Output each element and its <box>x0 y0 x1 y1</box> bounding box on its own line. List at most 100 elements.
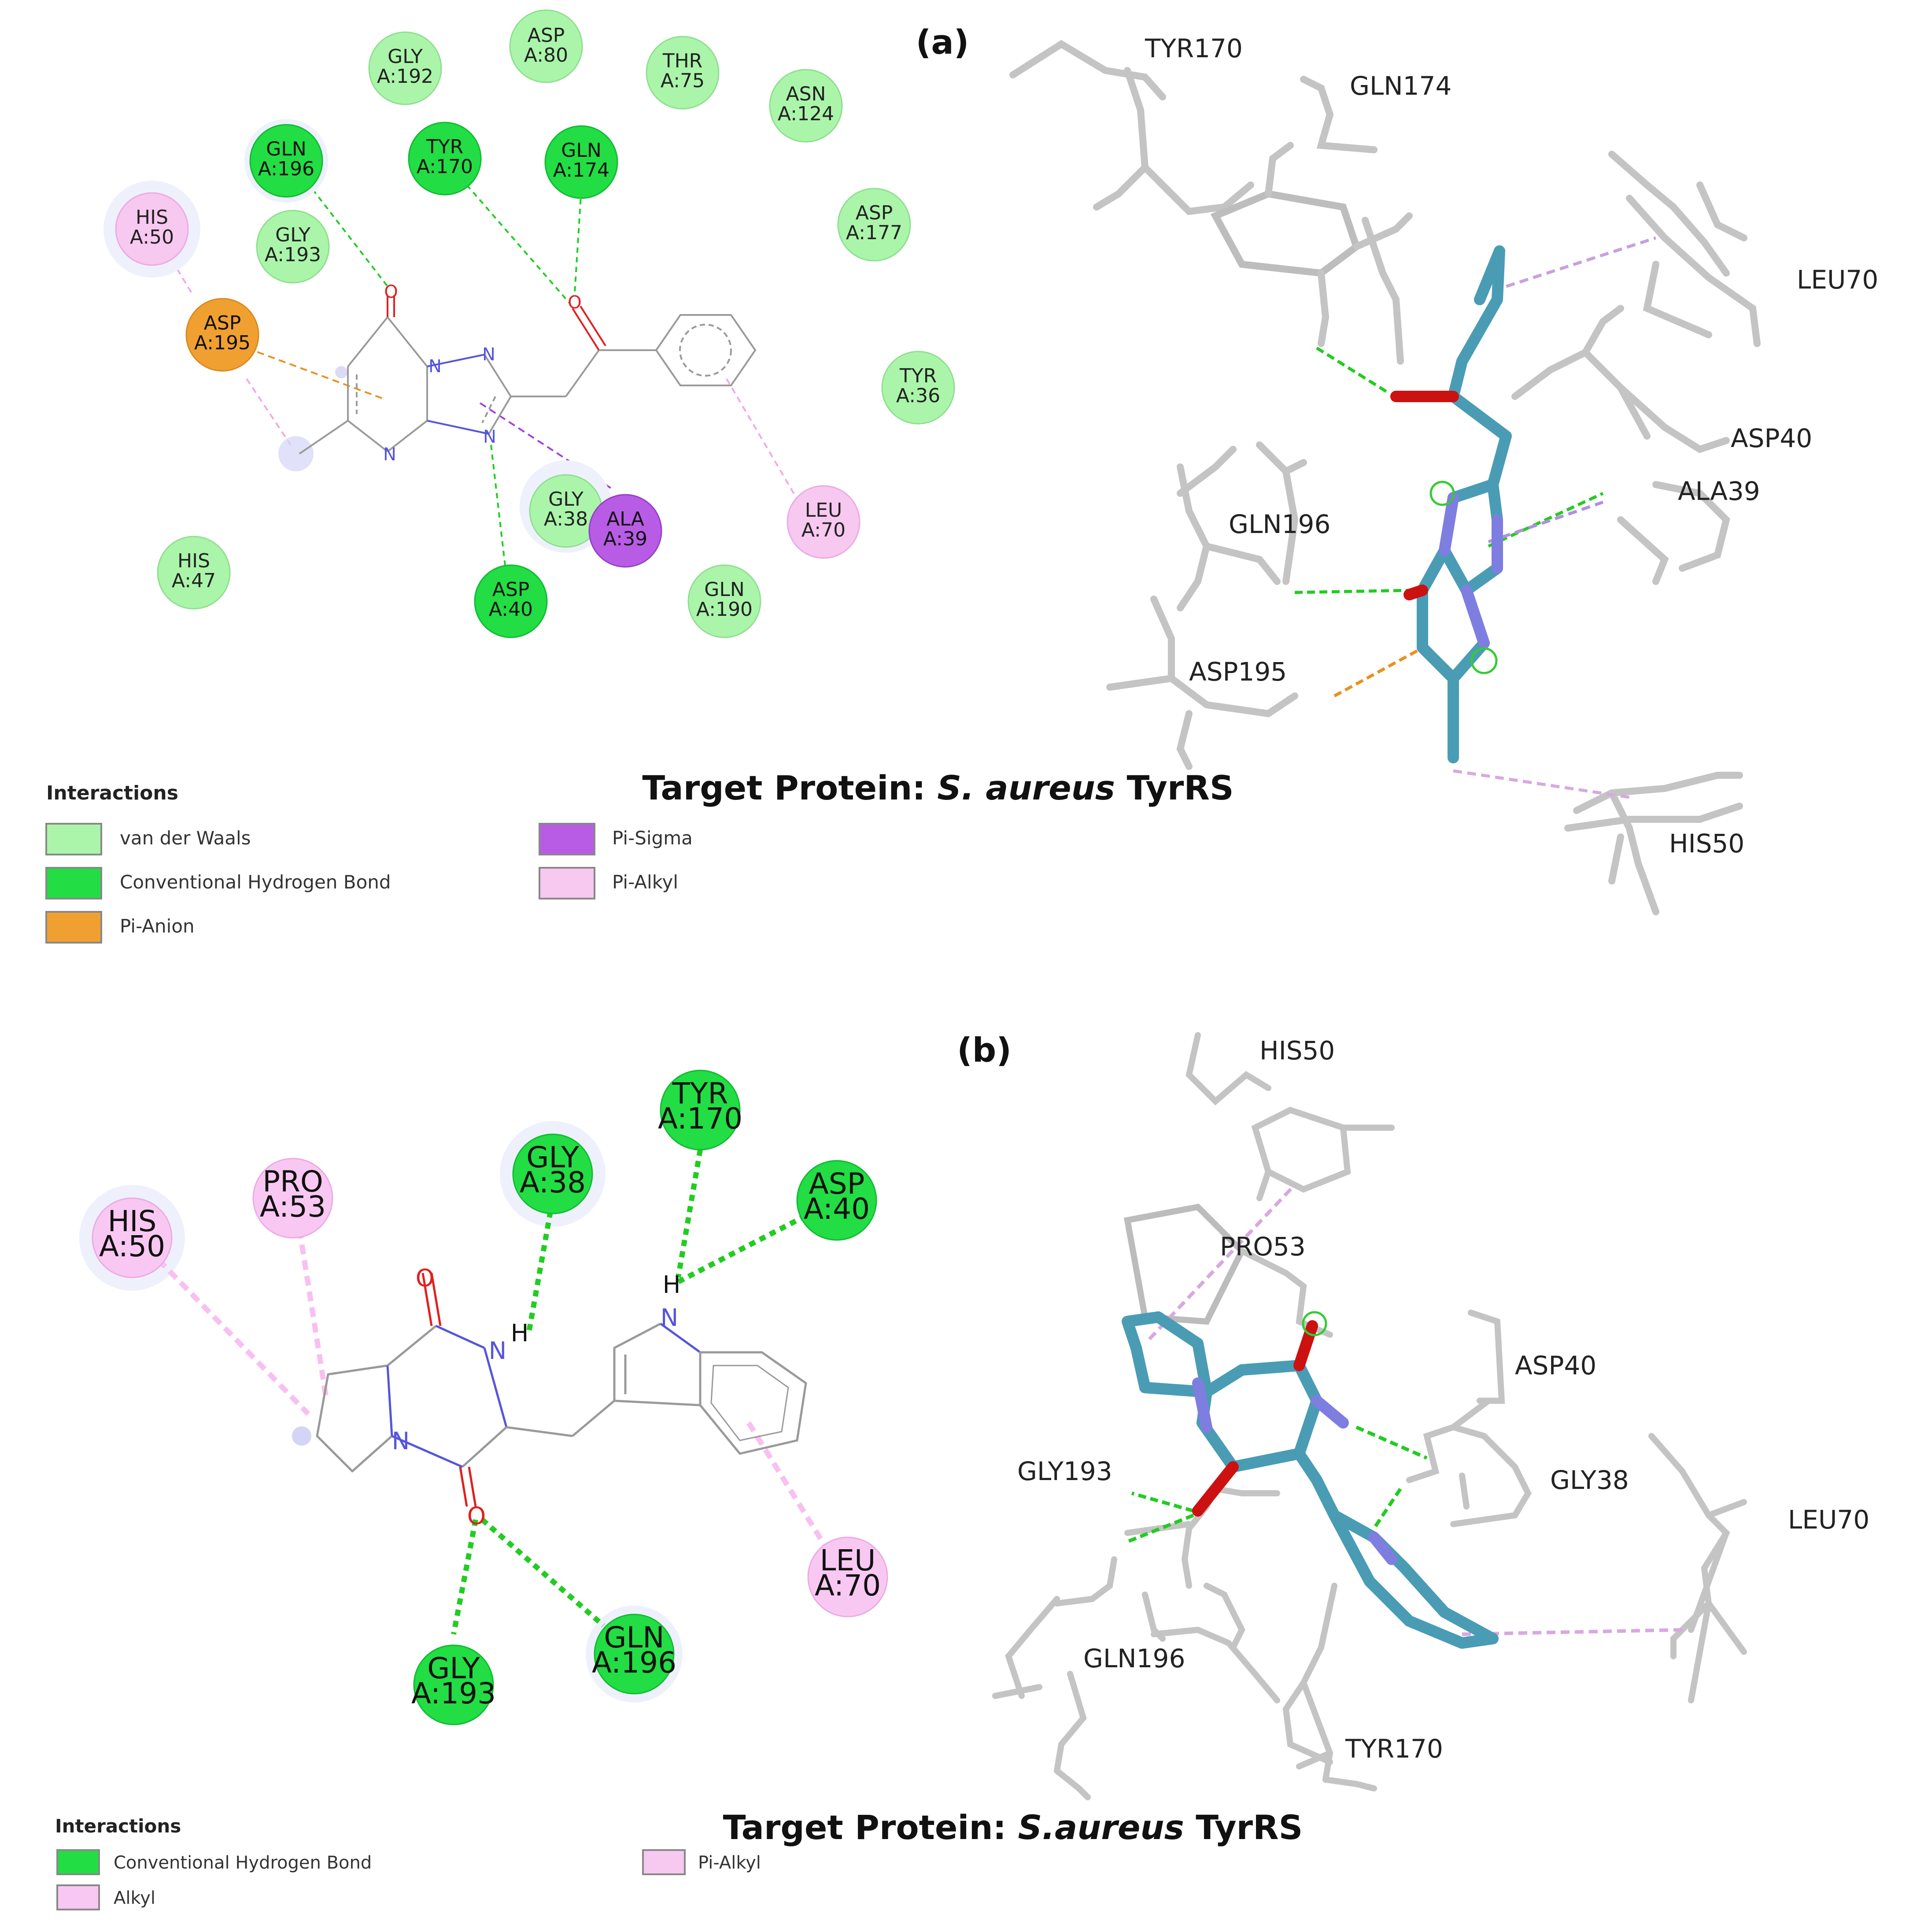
residue-b-leu70-name: LEU <box>820 1543 876 1577</box>
alkyl-line-b-pro53 <box>297 1229 329 1397</box>
hbond-line-asp40 <box>490 444 507 577</box>
pialkyl-line-his50 <box>171 259 192 294</box>
residue-b-leu70-id: A:70 <box>815 1569 881 1603</box>
residue-tyr36-id: A:36 <box>896 385 940 407</box>
residue-his47: HIS A:47 <box>157 536 231 610</box>
atom-o-ketone: O <box>568 292 581 313</box>
panel-a-3d-pose: (a) <box>642 22 1878 915</box>
panel-b-caption-suffix: TyrRS <box>1184 1808 1303 1847</box>
legend-b-swatch-alkyl <box>56 1884 100 1910</box>
residue-ala39: ALA A:39 <box>588 494 662 568</box>
residue-his50: HIS A:50 <box>115 192 189 266</box>
panel-b-ligand <box>316 1273 807 1507</box>
atom-b-n-ring: N <box>392 1427 410 1455</box>
legend-a-label-pialkyl: Pi-Alkyl <box>612 871 678 893</box>
panel-b-protein-sticks <box>992 1032 1747 1800</box>
pialkyl-line-his50-2 <box>246 378 292 446</box>
hbond-line-gln174 <box>574 189 582 293</box>
residue-asp195-name: ASP <box>204 312 241 334</box>
residue-gly193: GLY A:193 <box>256 210 330 284</box>
residue-b-gln196-name: GLN <box>604 1621 664 1654</box>
residue-gly192-name: GLY <box>388 45 423 68</box>
methyl-halo <box>278 436 314 471</box>
residue-b-pro53-id: A:53 <box>260 1190 326 1224</box>
pose-a-label-his50: HIS50 <box>1669 829 1744 859</box>
panel-a-ligand-nitrogens <box>1439 492 1503 649</box>
atom-b-o-bottom: O <box>467 1502 486 1530</box>
residue-b-gln196: GLN A:196 <box>592 1614 676 1695</box>
legend-b-label-alkyl: Alkyl <box>114 1888 155 1908</box>
panel-a-pose-labels: TYR170 GLN174 LEU70 ASP40 ALA39 GLN196 A… <box>1145 33 1878 859</box>
panel-a-3d-interactions <box>1294 236 1657 799</box>
panel-a-ligand-oxygens <box>1390 391 1459 600</box>
residue-gln174-id: A:174 <box>553 159 609 181</box>
residue-gln190: GLN A:190 <box>687 564 761 638</box>
residue-tyr36-name: TYR <box>899 365 937 387</box>
panel-b-atom-labels: O O N N N H H <box>392 1264 681 1530</box>
atom-n-triazole-bottom: N <box>483 427 496 447</box>
panel-b-caption: Target Protein: S.aureus TyrRS <box>723 1808 1303 1847</box>
pianion-line-asp195 <box>246 347 384 400</box>
residue-asp80-id: A:80 <box>524 44 568 67</box>
atom-n-bridge: N <box>428 356 442 377</box>
atom-b-h-amide: H <box>511 1319 529 1347</box>
residue-his50-id: A:50 <box>130 226 174 248</box>
pose-a-label-asp195: ASP195 <box>1189 657 1287 687</box>
residue-b-gly38-name: GLY <box>526 1140 579 1174</box>
residue-b-leu70: LEU A:70 <box>807 1536 888 1617</box>
residue-thr75-id: A:75 <box>661 70 705 92</box>
legend-b-label-hbond: Conventional Hydrogen Bond <box>114 1853 372 1873</box>
residue-gln196: GLN A:196 <box>249 124 323 198</box>
pose-b-label-asp40: ASP40 <box>1515 1351 1596 1381</box>
residue-leu70: LEU A:70 <box>787 485 860 559</box>
pose-b-label-gly193: GLY193 <box>1017 1456 1112 1486</box>
residue-gly38-id: A:38 <box>544 508 588 530</box>
residue-gln174: GLN A:174 <box>544 125 618 199</box>
legend-b-swatch-hbond <box>56 1849 100 1875</box>
legend-a-swatch-pisigma <box>539 823 595 855</box>
pose-b-label-tyr170: TYR170 <box>1345 1734 1443 1764</box>
atom-b-h-indole: H <box>663 1271 681 1299</box>
residue-asp80-name: ASP <box>528 24 565 47</box>
panel-b-legend: Interactions Conventional Hydrogen Bond … <box>55 1815 761 1910</box>
residue-gly38-name: GLY <box>548 488 584 511</box>
residue-b-tyr170-name: TYR <box>672 1077 728 1110</box>
pose-a-label-tyr170: TYR170 <box>1145 33 1243 63</box>
panel-a-residues: ASP A:80 GLY A:192 THR A:75 ASN A:124 GL… <box>103 9 955 638</box>
residue-thr75-name: THR <box>662 50 703 72</box>
residue-b-gln196-id: A:196 <box>592 1646 676 1680</box>
ring-carbon-halo <box>335 366 347 378</box>
residue-gln190-id: A:190 <box>696 598 753 621</box>
residue-asn124-id: A:124 <box>778 103 834 125</box>
pose-a-label-gln196: GLN196 <box>1229 509 1330 539</box>
residue-asp40: ASP A:40 <box>474 564 548 638</box>
panel-b-pose-labels: HIS50 PRO53 ASP40 GLY193 GLY38 LEU70 GLN… <box>1017 1036 1869 1764</box>
residue-b-tyr170-id: A:170 <box>658 1102 742 1136</box>
residue-gly193-id: A:193 <box>265 244 321 266</box>
residue-tyr170: TYR A:170 <box>408 122 482 196</box>
panel-a-ligand <box>299 295 757 455</box>
residue-gly192: GLY A:192 <box>368 31 442 105</box>
residue-b-gly38-id: A:38 <box>520 1166 586 1199</box>
residue-b-tyr170: TYR A:170 <box>658 1070 742 1151</box>
residue-gln174-name: GLN <box>561 139 602 162</box>
pose-b-label-pro53: PRO53 <box>1220 1232 1306 1262</box>
residue-b-gly193-id: A:193 <box>411 1677 496 1710</box>
a-pharmacophore-ring-2 <box>1470 647 1498 674</box>
atom-b-o-top: O <box>416 1264 435 1292</box>
residue-asp177-id: A:177 <box>846 222 902 244</box>
legend-a-label-vdw: van der Waals <box>120 827 251 849</box>
alkyl-line-b-his50 <box>156 1258 310 1416</box>
pose-b-label-gln196: GLN196 <box>1083 1643 1185 1673</box>
legend-b-label-pialkyl: Pi-Alkyl <box>698 1853 761 1873</box>
panel-b-3d-pose: (b) <box>723 1030 1870 1847</box>
residue-b-his50-id: A:50 <box>99 1229 165 1263</box>
residue-his47-name: HIS <box>177 550 210 572</box>
panel-a-legend: Interactions van der Waals Conventional … <box>45 782 693 944</box>
residue-tyr36: TYR A:36 <box>881 351 955 425</box>
panel-a-caption-suffix: TyrRS <box>1115 768 1234 807</box>
residue-asp195-id: A:195 <box>194 332 251 354</box>
residue-tyr170-id: A:170 <box>417 155 473 178</box>
b-pharmacophore-ring <box>1302 1311 1327 1336</box>
residue-b-asp40-name: ASP <box>809 1167 865 1201</box>
